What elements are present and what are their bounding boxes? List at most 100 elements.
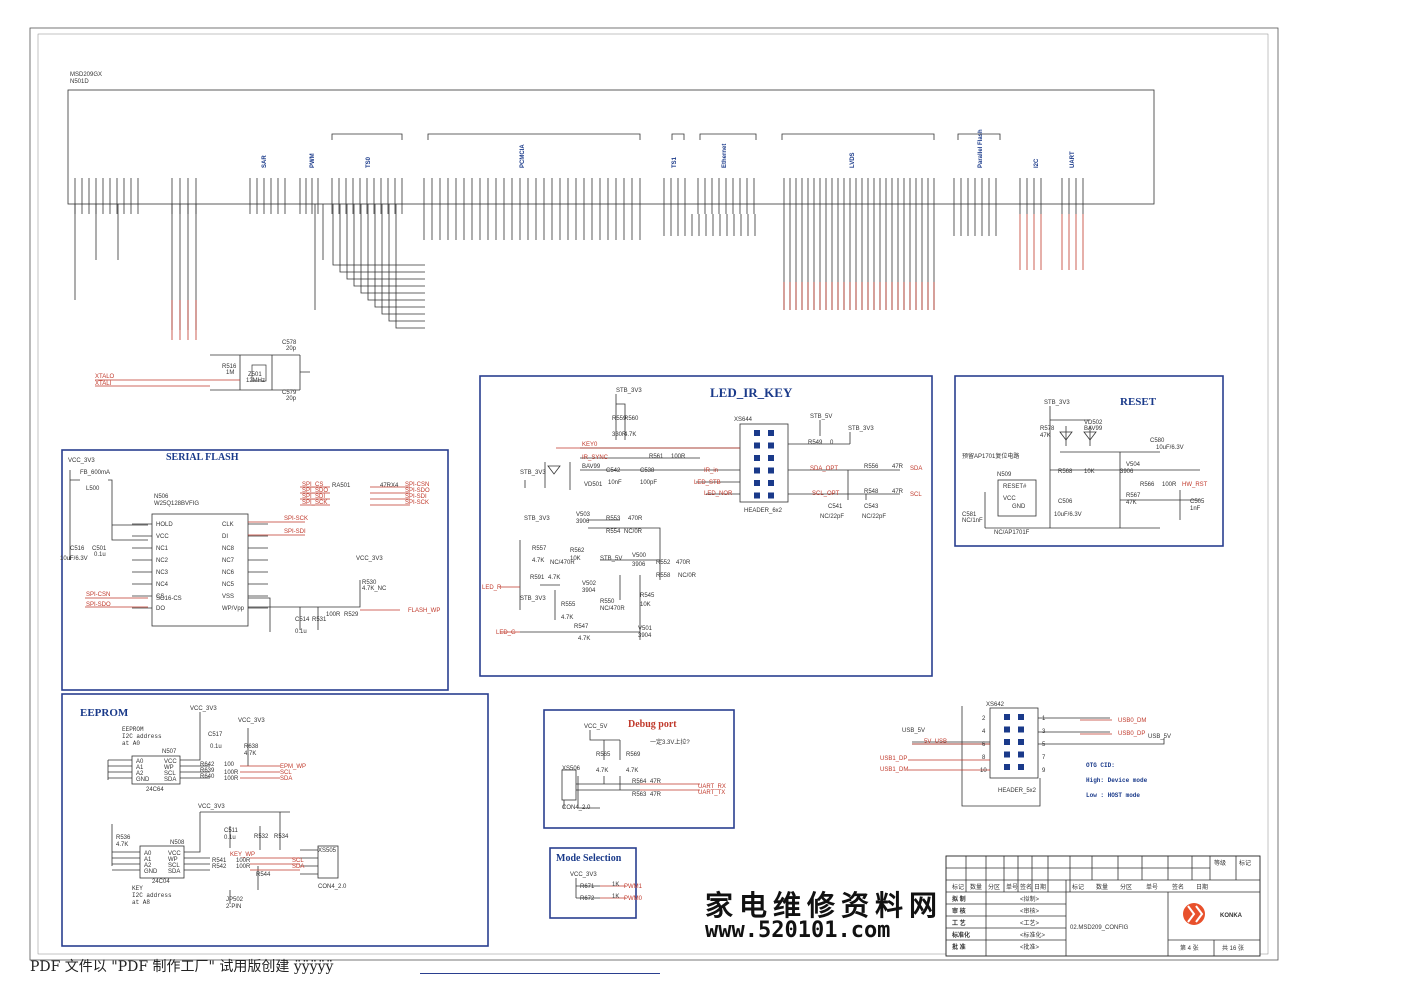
- svg-text:10: 10: [980, 768, 987, 774]
- svg-text:R536: R536: [116, 835, 131, 841]
- mode-circuit: VCC_3V3 R671 1K R672 1K PWM1 PWM0: [570, 872, 643, 902]
- crystal-circuit: R516 1M Z501 12MHz C578 20p C579 20p XTA…: [95, 340, 310, 402]
- svg-text:C514: C514: [295, 617, 310, 623]
- tb-grade: 等级: [1214, 859, 1226, 867]
- svg-text:SPI-SDI: SPI-SDI: [405, 494, 427, 500]
- svg-text:10K: 10K: [1084, 469, 1095, 475]
- svg-text:R671: R671: [580, 884, 595, 890]
- sheet-number: 第 4 张: [1180, 944, 1199, 952]
- sheet-total: 共 16 张: [1222, 944, 1244, 952]
- svg-text:L500: L500: [86, 486, 100, 492]
- flash-pin-right: NC8: [222, 546, 235, 552]
- debug-title: Debug port: [628, 719, 677, 730]
- svg-text:C579: C579: [282, 390, 297, 396]
- title-block-col: 数量: [970, 883, 982, 891]
- svg-text:NC/AP1701F: NC/AP1701F: [994, 530, 1030, 536]
- svg-text:VCC_3V3: VCC_3V3: [198, 804, 225, 810]
- svg-text:SPI_CS: SPI_CS: [302, 482, 323, 488]
- svg-text:10nF: 10nF: [608, 480, 622, 486]
- svg-text:C506: C506: [1058, 499, 1073, 505]
- drawing-name: 02.MSD209_CONFIG: [1070, 925, 1129, 931]
- svg-text:NC/470R: NC/470R: [600, 606, 625, 612]
- reset-note: 预留AP1701复位电路: [962, 452, 1019, 460]
- title-block-col: 单号: [1006, 883, 1018, 891]
- svg-text:NC/1nF: NC/1nF: [962, 518, 983, 524]
- eeprom1-pin-right: WP: [164, 765, 174, 771]
- chip-group-label: TS1: [672, 156, 678, 168]
- svg-text:VCC_3V3: VCC_3V3: [356, 556, 383, 562]
- svg-text:100R: 100R: [236, 864, 251, 870]
- svg-text:STB_5V: STB_5V: [600, 556, 622, 562]
- net-spi-sdi: SPI-SDI: [284, 529, 306, 535]
- konka-logo-icon: [1183, 903, 1205, 925]
- title-block-col: 标记: [1072, 883, 1084, 891]
- svg-text:SPI-CSN: SPI-CSN: [405, 482, 429, 488]
- svg-text:I2C address: I2C address: [122, 733, 162, 740]
- svg-text:20p: 20p: [286, 346, 297, 352]
- svg-text:R542: R542: [212, 864, 227, 870]
- svg-text:1M: 1M: [226, 370, 234, 376]
- svg-text:10uF/6.3V: 10uF/6.3V: [60, 556, 88, 562]
- svg-text:R591: R591: [530, 575, 545, 581]
- svg-text:SDA: SDA: [292, 864, 304, 870]
- svg-text:4.7K: 4.7K: [532, 558, 544, 564]
- sheet-inner-border: [37, 33, 1269, 955]
- svg-text:1K: 1K: [612, 894, 619, 900]
- svg-text:R642: R642: [200, 762, 215, 768]
- svg-text:BAV99: BAV99: [582, 464, 601, 470]
- svg-text:0.1u: 0.1u: [224, 835, 236, 841]
- svg-text:V501: V501: [638, 626, 653, 632]
- flash-pin-right: CLK: [222, 522, 234, 528]
- svg-text:4.7K: 4.7K: [596, 768, 608, 774]
- svg-text:R567: R567: [1126, 493, 1141, 499]
- eeprom1-pin-left: A0: [136, 759, 144, 765]
- chip-group-label: Parallel Flash: [978, 129, 984, 168]
- svg-text:C543: C543: [864, 504, 879, 510]
- footer-underline: [420, 973, 660, 974]
- svg-text:USB_5V: USB_5V: [902, 728, 925, 734]
- svg-text:VCC_3V3: VCC_3V3: [238, 718, 265, 724]
- svg-text:1: 1: [1042, 716, 1046, 722]
- svg-text:R534: R534: [274, 834, 289, 840]
- svg-text:2-PIN: 2-PIN: [226, 904, 241, 910]
- svg-text:R558: R558: [656, 573, 671, 579]
- svg-text:FB_600mA: FB_600mA: [80, 470, 110, 476]
- eeprom1-pin-right: VCC: [164, 759, 177, 765]
- svg-text:C511: C511: [224, 828, 239, 834]
- company-name: KONKA: [1220, 913, 1243, 919]
- svg-text:NC/0R: NC/0R: [624, 529, 643, 535]
- serial-flash-frame: [61, 449, 449, 691]
- svg-text:XS505: XS505: [318, 848, 337, 854]
- title-block-rows: 拟 制<拟制>审 核<审核>工 艺<工艺>标准化<标准化>批 准<批准>: [951, 895, 1046, 951]
- svg-text:4.7K: 4.7K: [244, 751, 256, 757]
- svg-text:12MHz: 12MHz: [246, 378, 265, 384]
- svg-text:SCL: SCL: [910, 492, 922, 498]
- chip-group-label: UART: [1070, 151, 1076, 168]
- svg-text:C578: C578: [282, 340, 297, 346]
- svg-text:VCC_3V3: VCC_3V3: [68, 458, 95, 464]
- svg-text:NC/0R: NC/0R: [678, 573, 697, 579]
- chip-group-label: PCMCIA: [520, 144, 526, 168]
- svg-text:4.7K: 4.7K: [626, 768, 638, 774]
- svg-text:7: 7: [1042, 755, 1046, 761]
- reset-frame: [954, 375, 1224, 547]
- flash-pin-right: WP/Vpp: [222, 606, 245, 612]
- svg-text:10K: 10K: [570, 556, 581, 562]
- svg-text:100R: 100R: [236, 858, 251, 864]
- eeprom2-pin-left: A1: [144, 857, 152, 863]
- eeprom2-pin-right: SDA: [168, 869, 180, 875]
- svg-text:47RX4: 47RX4: [380, 483, 399, 489]
- eeprom-note2: KEY I2C address at A8: [132, 885, 172, 906]
- svg-text:470R: 470R: [676, 560, 691, 566]
- svg-text:470R: 470R: [628, 516, 643, 522]
- tb-mark: 标记: [1239, 859, 1251, 867]
- watermark-url: www.520101.com: [705, 918, 891, 943]
- net-uart-tx: UART_TX: [698, 790, 725, 796]
- eeprom1-pin-left: A1: [136, 765, 144, 771]
- ts0-fanout: [314, 204, 425, 329]
- svg-text:STB_5V: STB_5V: [810, 414, 832, 420]
- title-block-col: 签名: [1020, 883, 1032, 891]
- title-block-row-sign: <工艺>: [1020, 919, 1040, 927]
- svg-text:N507: N507: [162, 749, 177, 755]
- debug-circuit: VCC_5V XS506 CON4_2.0 R565 4.7K R569 4.7…: [561, 724, 700, 811]
